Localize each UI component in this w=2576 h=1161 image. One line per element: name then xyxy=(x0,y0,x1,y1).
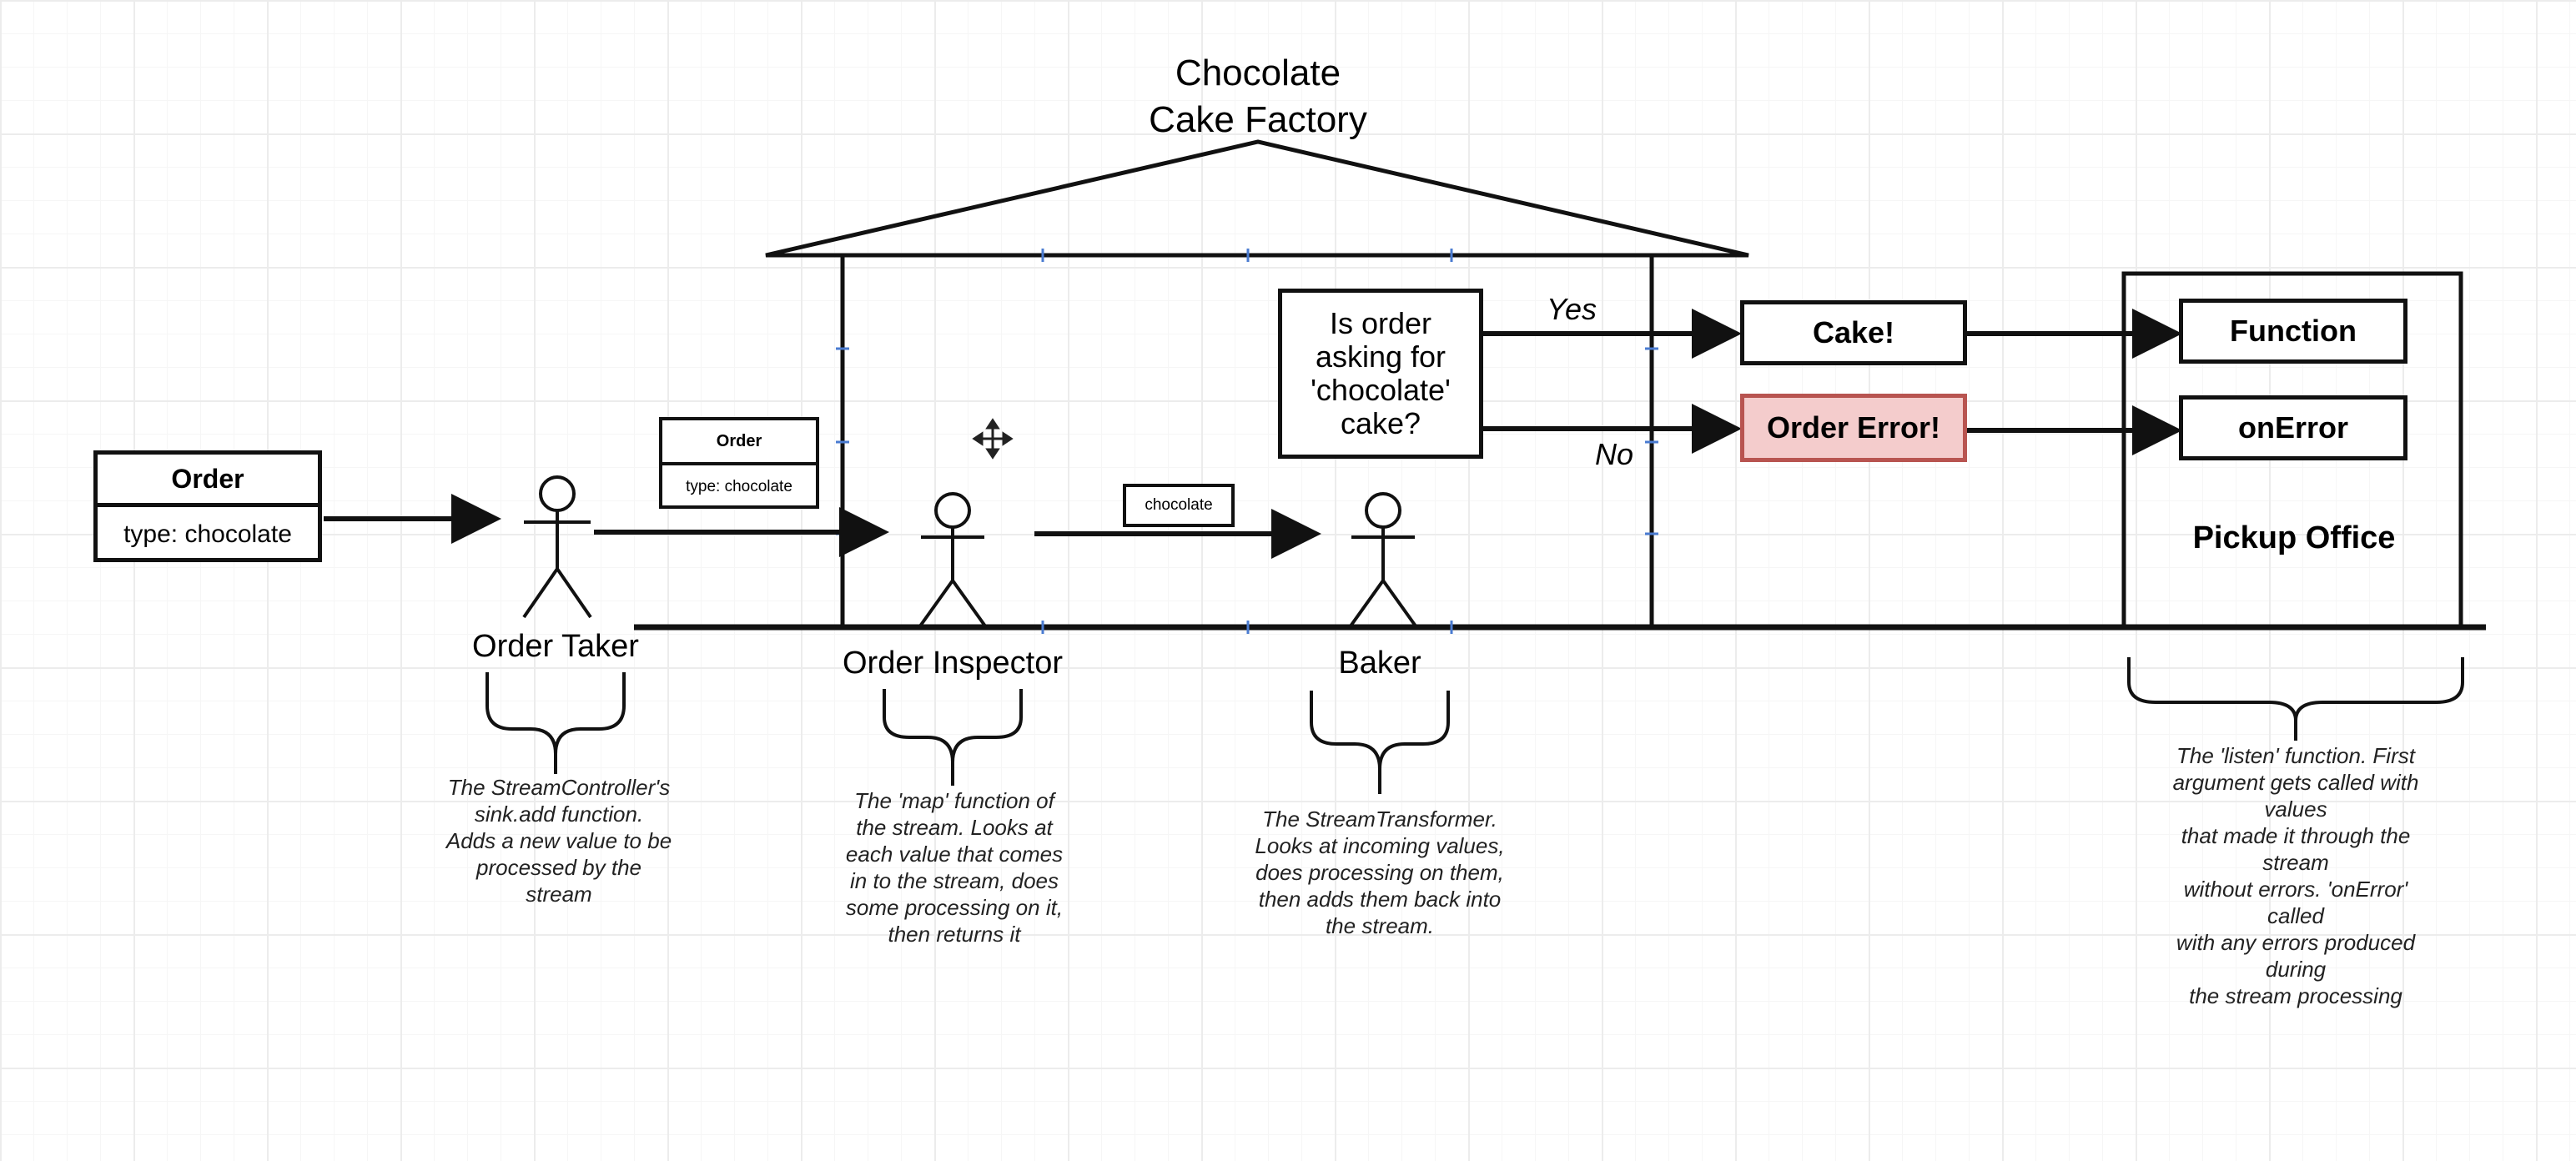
baker-figure[interactable] xyxy=(1348,492,1418,629)
order-card[interactable]: Order type: chocolate xyxy=(93,450,322,562)
order-taker-figure[interactable] xyxy=(522,475,592,619)
small-order-card[interactable]: Order type: chocolate xyxy=(659,417,819,509)
small-order-card-header: Order xyxy=(662,420,816,465)
brace-baker xyxy=(1310,691,1450,794)
small-order-card-body: type: chocolate xyxy=(686,478,792,495)
order-inspector-note: The 'map' function of the stream. Looks … xyxy=(845,788,1064,947)
brace-order-inspector xyxy=(883,689,1023,786)
baker-note: The StreamTransformer. Looks at incoming… xyxy=(1255,807,1505,938)
no-label: No xyxy=(1595,437,1634,471)
chocolate-tag[interactable]: chocolate xyxy=(1123,484,1235,527)
order-taker-note: The StreamController's sink.add function… xyxy=(445,775,672,907)
order-card-header: Order xyxy=(98,455,318,507)
move-cursor-icon xyxy=(972,418,1014,460)
yes-label: Yes xyxy=(1547,292,1597,326)
onerror-box[interactable]: onError xyxy=(2179,395,2407,460)
order-taker-label: Order Taker xyxy=(472,629,639,664)
decision-box[interactable]: Is order asking for 'chocolate' cake? xyxy=(1278,289,1483,459)
pickup-note: The 'listen' function. First argument ge… xyxy=(2172,743,2419,1008)
pickup-office-label: Pickup Office xyxy=(2192,520,2396,555)
cake-box[interactable]: Cake! xyxy=(1740,300,1967,365)
factory-roof[interactable] xyxy=(765,139,1749,258)
order-error-box[interactable]: Order Error! xyxy=(1740,394,1967,462)
brace-order-taker xyxy=(486,672,626,774)
order-inspector-figure[interactable] xyxy=(918,492,988,629)
function-box[interactable]: Function xyxy=(2179,299,2407,364)
selection-handles xyxy=(836,249,1658,634)
brace-pickup xyxy=(2127,657,2464,741)
factory-title: Chocolate Cake Factory xyxy=(1149,53,1367,140)
order-inspector-label: Order Inspector xyxy=(843,646,1063,681)
baker-label: Baker xyxy=(1338,646,1421,681)
order-card-body: type: chocolate xyxy=(123,520,292,548)
